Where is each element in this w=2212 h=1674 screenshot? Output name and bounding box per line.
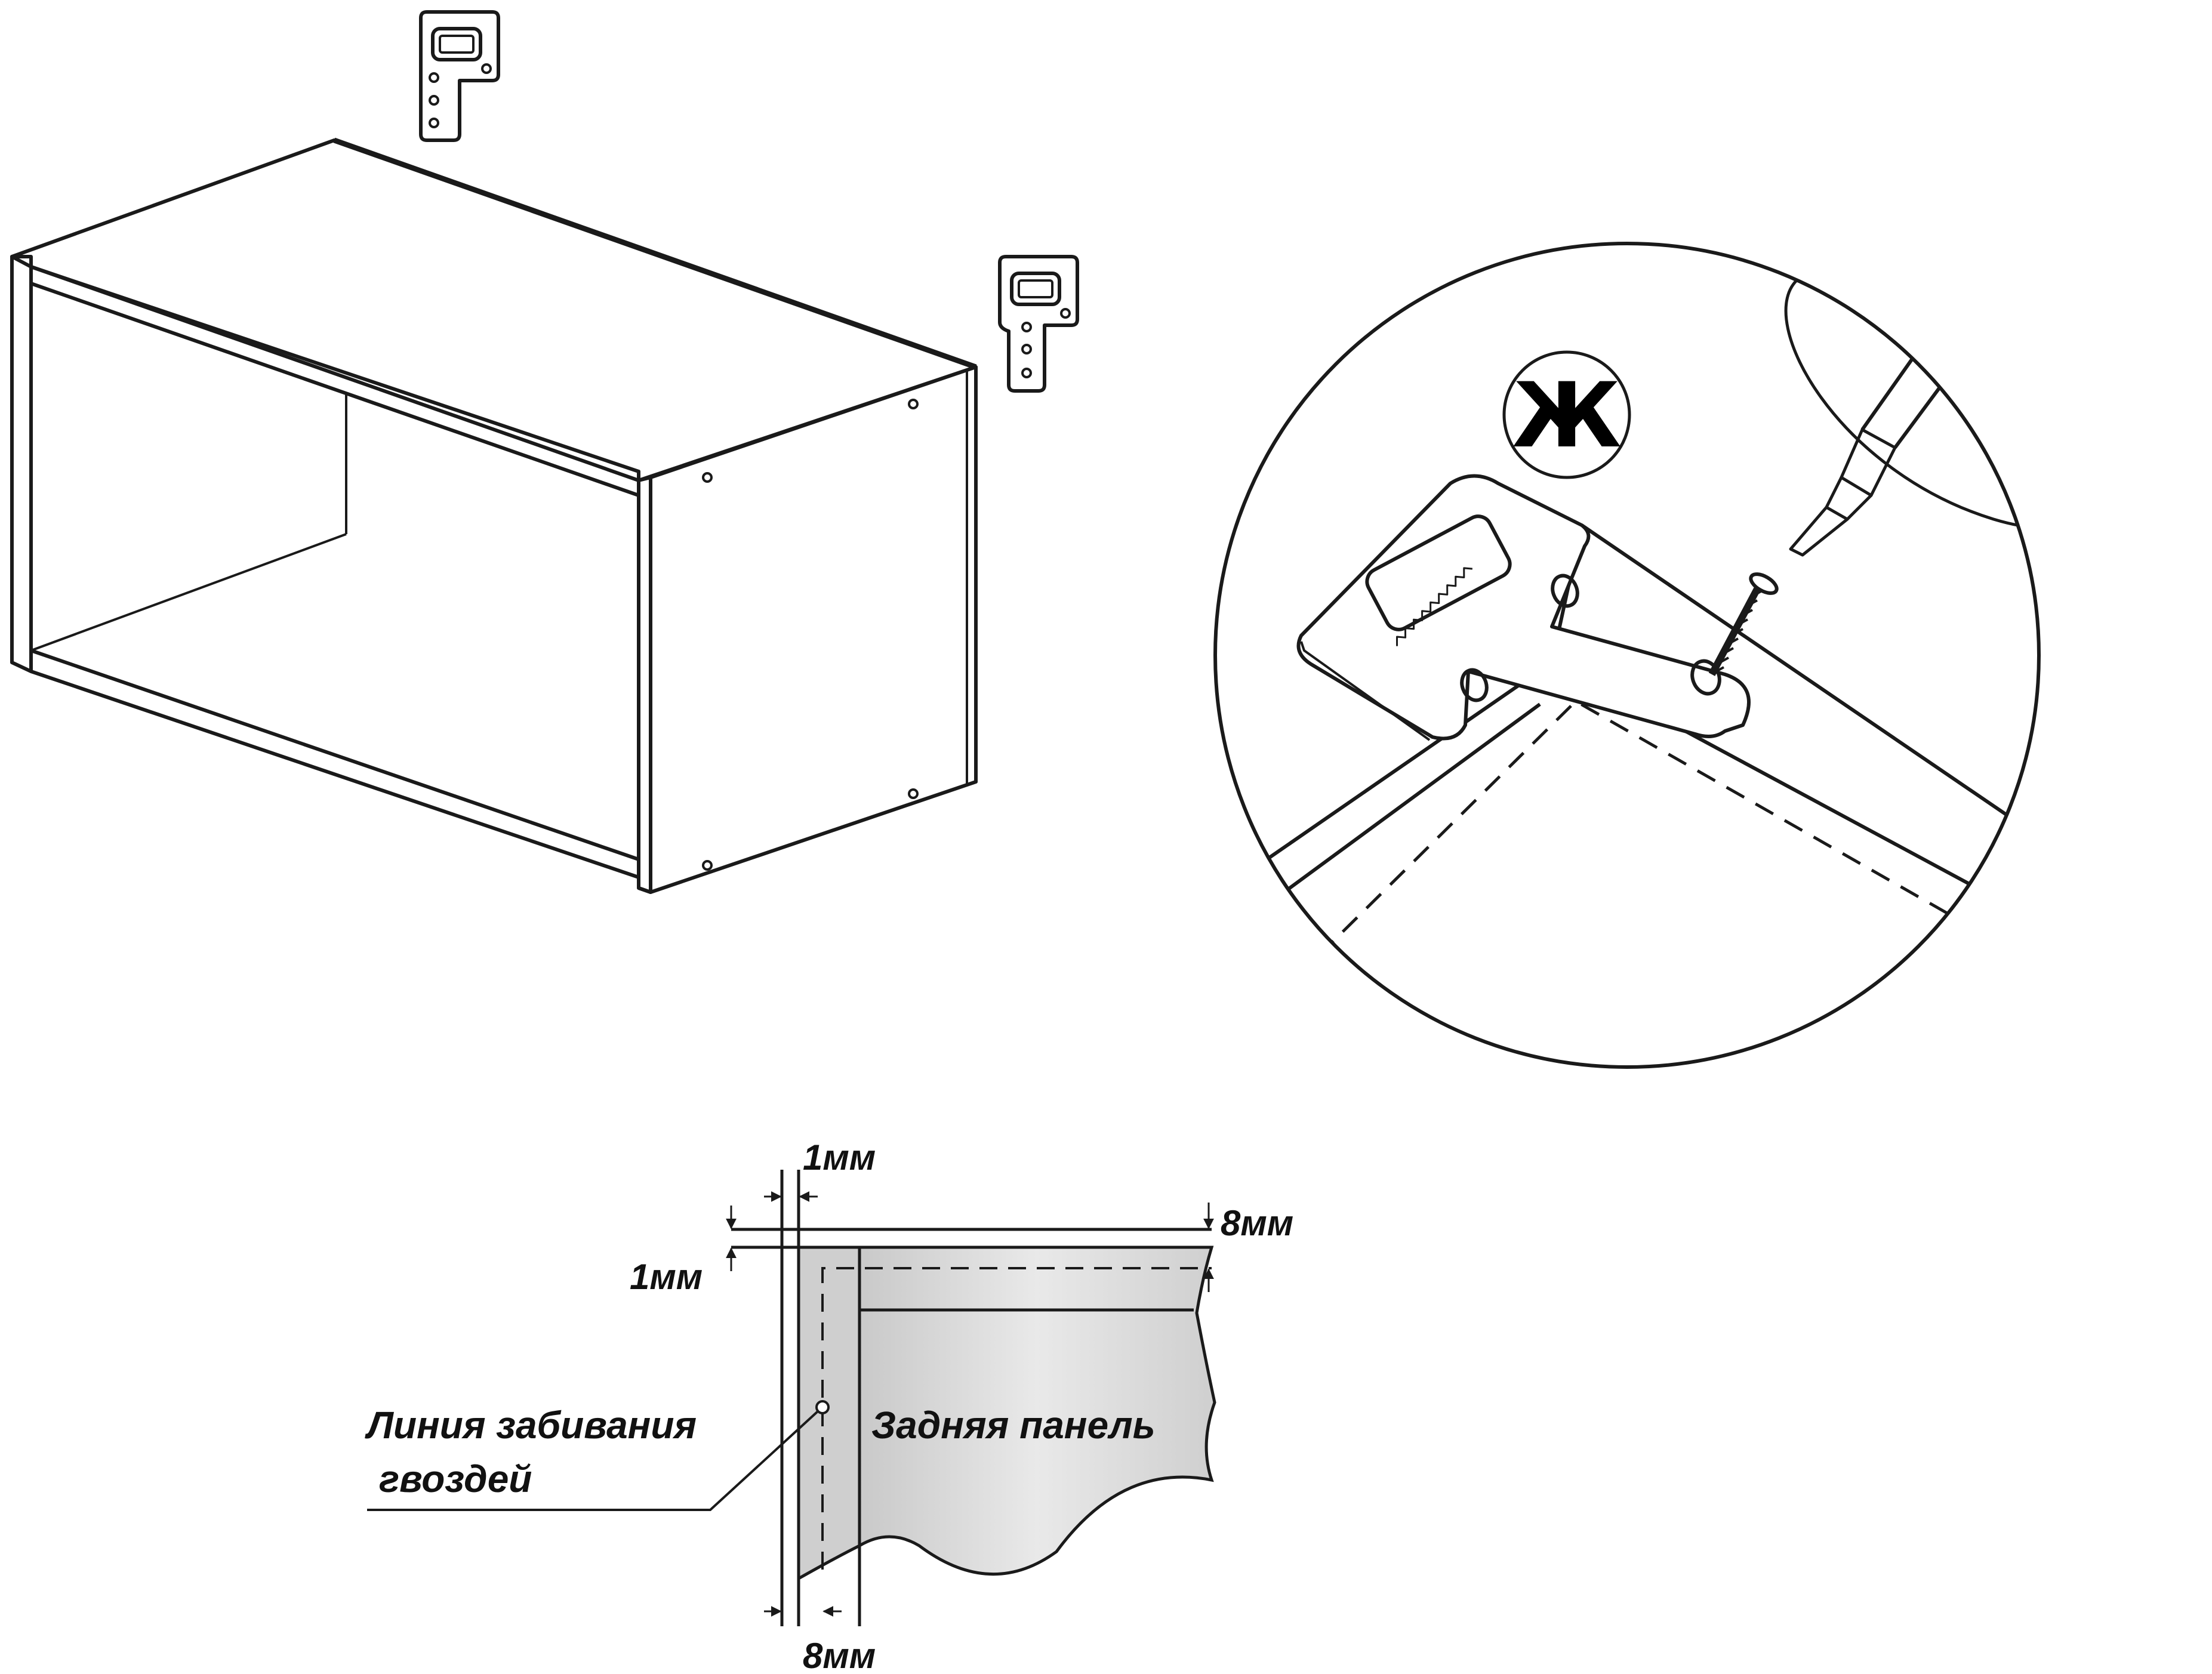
screw-hole: [908, 399, 919, 409]
screw-hole: [702, 860, 713, 871]
bracket-right: [998, 255, 1079, 393]
side-panel: [797, 1246, 861, 1581]
back-panel-detail: [367, 1170, 1216, 1626]
bracket-top: [419, 10, 500, 142]
step-marker-circle: [1502, 350, 1631, 479]
detail-zoom: Ж: [1213, 242, 2041, 1069]
nail-line-label-2: гвоздей: [379, 1457, 532, 1500]
screw: [1708, 572, 1779, 676]
cabinet-left-panel: [10, 255, 33, 673]
dim-side-gap: 1мм: [630, 1257, 703, 1297]
nail-point: [815, 1400, 830, 1414]
back-panel-label: Задняя панель: [871, 1404, 1156, 1447]
screw-hole: [702, 472, 713, 483]
cabinet: [10, 137, 978, 894]
rotation-arrow: [1784, 279, 2039, 529]
screw-hole: [908, 788, 919, 799]
bracket-slot: [1365, 514, 1512, 631]
cabinet-right-panel: [649, 365, 978, 894]
step-marker-label: Ж: [1512, 364, 1622, 468]
back-panel-outline: [1294, 699, 2039, 1016]
detail-bracket: [1296, 474, 1751, 741]
nail-line-label-1: Линия забивания: [365, 1404, 697, 1447]
dim-top-offset: 8мм: [1221, 1203, 1293, 1243]
back-panel: [858, 1246, 1216, 1576]
dim-top-gap: 1мм: [803, 1137, 876, 1177]
leader-line: [367, 1410, 819, 1511]
dim-bottom-offset: 8мм: [803, 1636, 876, 1674]
